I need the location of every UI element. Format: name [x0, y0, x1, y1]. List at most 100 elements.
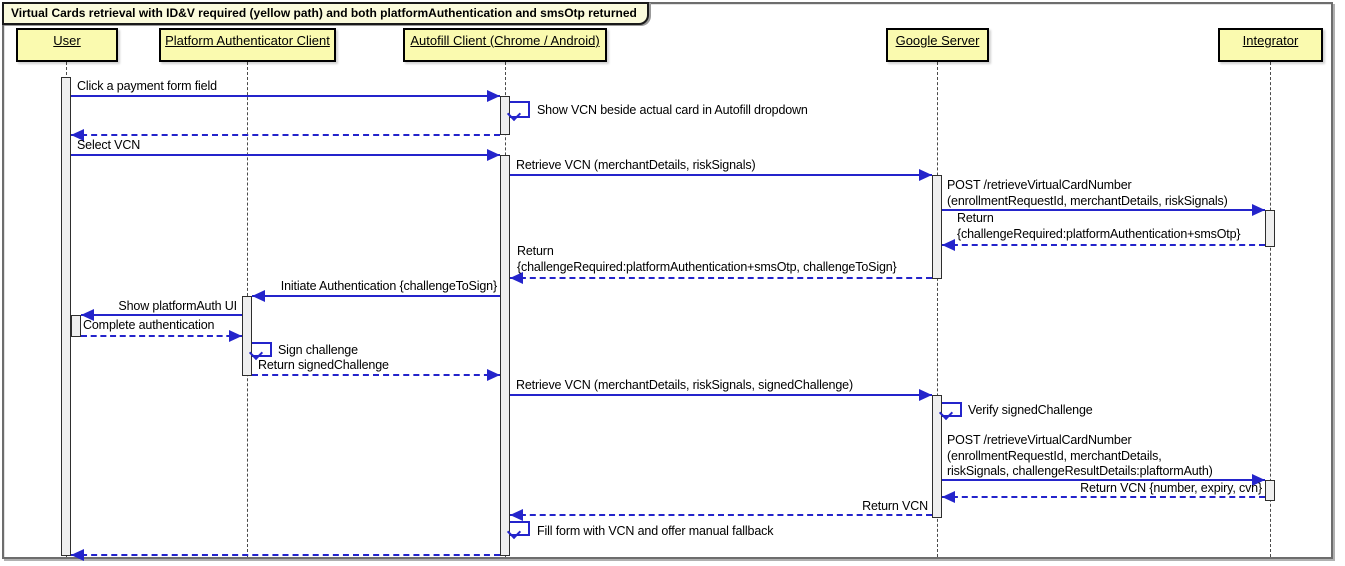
- return-vcn-label: Return VCN: [862, 499, 928, 515]
- return-vcn-details-label-line-0: Return VCN {number, expiry, cvn}: [1080, 481, 1262, 495]
- return-signed-challenge-label-line-0: Return signedChallenge: [258, 358, 389, 372]
- activation-google-server-6: [932, 395, 942, 518]
- return-vcn-details-label: Return VCN {number, expiry, cvn}: [1080, 481, 1262, 497]
- post-retrieve-virtual-card-number-2-label-line-2: riskSignals, challengeResultDetails:plaf…: [947, 464, 1213, 479]
- retrieve-vcn-1-line: [510, 174, 932, 176]
- diagram-title: Virtual Cards retrieval with ID&V requir…: [2, 2, 649, 25]
- participant-label-platform-authenticator: Platform Authenticator Client: [165, 33, 330, 48]
- return-challenge-required-arrowhead: [942, 239, 955, 251]
- initiate-authentication-arrowhead: [252, 290, 265, 302]
- participant-integrator: Integrator: [1218, 28, 1323, 62]
- return-challenge-to-sign-label-line-0: Return: [517, 244, 554, 258]
- diagram-title-text: Virtual Cards retrieval with ID&V requir…: [11, 6, 637, 20]
- return-signed-challenge-arrowhead: [487, 369, 500, 381]
- retrieve-vcn-2-label-line-0: Retrieve VCN (merchantDetails, riskSigna…: [516, 378, 853, 392]
- complete-authentication-label: Complete authentication: [83, 318, 215, 334]
- return-signed-challenge-label: Return signedChallenge: [258, 358, 389, 374]
- click-payment-form-field-line: [71, 95, 500, 97]
- return-challenge-required-label-line-1: {challengeRequired:platformAuthenticatio…: [957, 226, 1241, 241]
- return-vcn-details-arrowhead: [942, 491, 955, 503]
- return-vcn-line: [510, 514, 932, 516]
- post-retrieve-virtual-card-number-2-label-line-1: (enrollmentRequestId, merchantDetails,: [947, 448, 1162, 463]
- select-vcn-label-line-0: Select VCN: [77, 138, 141, 152]
- lifeline-integrator: [1270, 62, 1271, 557]
- select-vcn-label: Select VCN: [77, 138, 140, 154]
- participant-label-user: User: [53, 33, 81, 48]
- retrieve-vcn-2-arrowhead: [919, 389, 932, 401]
- show-platformauth-ui-label-line-0: Show platformAuth UI: [118, 299, 237, 313]
- activation-user-0: [61, 77, 71, 556]
- return-challenge-to-sign-label-line-1: {challengeRequired:platformAuthenticatio…: [517, 259, 897, 274]
- sign-challenge-label-line-0: Sign challenge: [278, 343, 358, 357]
- post-retrieve-virtual-card-number-1-label-line-1: (enrollmentRequestId, merchantDetails, r…: [947, 193, 1228, 208]
- post-retrieve-virtual-card-number-1-arrowhead: [1252, 204, 1265, 216]
- post-retrieve-virtual-card-number-1-label-line-0: POST /retrieveVirtualCardNumber: [947, 178, 1132, 192]
- diagram-frame: [2, 2, 1333, 559]
- participant-label-autofill-client: Autofill Client (Chrome / Android): [410, 33, 600, 48]
- return-final-to-user-line: [71, 554, 500, 556]
- return-dropdown-to-user-line: [71, 134, 500, 136]
- post-retrieve-virtual-card-number-2-label-line-0: POST /retrieveVirtualCardNumber: [947, 433, 1132, 447]
- initiate-authentication-label-line-0: Initiate Authentication {challengeToSign…: [280, 279, 497, 293]
- return-challenge-to-sign-line: [510, 277, 932, 279]
- show-vcn-in-dropdown-self-arrow: [510, 101, 530, 118]
- show-platformauth-ui-arrowhead: [81, 309, 94, 321]
- select-vcn-line: [71, 154, 500, 156]
- show-platformauth-ui-line: [81, 314, 242, 316]
- post-retrieve-virtual-card-number-2-arrowhead: [1252, 474, 1265, 486]
- select-vcn-arrowhead: [487, 149, 500, 161]
- sign-challenge-label: Sign challenge: [278, 343, 358, 359]
- participant-label-google-server: Google Server: [895, 33, 980, 48]
- return-vcn-label-line-0: Return VCN: [862, 499, 928, 513]
- return-challenge-required-label-line-0: Return: [957, 211, 994, 225]
- complete-authentication-line: [81, 335, 242, 337]
- participant-autofill-client: Autofill Client (Chrome / Android): [403, 28, 607, 62]
- click-payment-form-field-arrowhead: [487, 90, 500, 102]
- activation-integrator-7: [1265, 210, 1275, 247]
- click-payment-form-field-label-line-0: Click a payment form field: [77, 79, 217, 93]
- retrieve-vcn-2-line: [510, 394, 932, 396]
- retrieve-vcn-2-label: Retrieve VCN (merchantDetails, riskSigna…: [516, 378, 853, 394]
- post-retrieve-virtual-card-number-1-line: [942, 209, 1265, 211]
- verify-signed-challenge-label: Verify signedChallenge: [968, 403, 1093, 419]
- activation-autofill-client-3: [500, 96, 510, 135]
- post-retrieve-virtual-card-number-2-line: [942, 479, 1265, 481]
- participant-label-integrator: Integrator: [1242, 33, 1299, 48]
- participant-google-server: Google Server: [886, 28, 989, 62]
- post-retrieve-virtual-card-number-1-label: POST /retrieveVirtualCardNumber(enrollme…: [947, 178, 1228, 209]
- fill-form-with-vcn-label-line-0: Fill form with VCN and offer manual fall…: [537, 524, 774, 538]
- return-signed-challenge-line: [252, 374, 500, 376]
- retrieve-vcn-1-label-line-0: Retrieve VCN (merchantDetails, riskSigna…: [516, 158, 756, 172]
- show-platformauth-ui-label: Show platformAuth UI: [118, 299, 237, 315]
- click-payment-form-field-label: Click a payment form field: [77, 79, 217, 95]
- fill-form-with-vcn-self-arrow: [510, 521, 530, 536]
- verify-signed-challenge-label-line-0: Verify signedChallenge: [968, 403, 1093, 417]
- return-vcn-details-line: [942, 496, 1265, 498]
- activation-autofill-client-4: [500, 155, 510, 556]
- initiate-authentication-label: Initiate Authentication {challengeToSign…: [281, 279, 497, 295]
- retrieve-vcn-1-label: Retrieve VCN (merchantDetails, riskSigna…: [516, 158, 756, 174]
- participant-user: User: [16, 28, 118, 62]
- post-retrieve-virtual-card-number-2-label: POST /retrieveVirtualCardNumber(enrollme…: [947, 433, 1213, 480]
- return-final-to-user-arrowhead: [71, 549, 84, 561]
- complete-authentication-label-line-0: Complete authentication: [83, 318, 215, 332]
- return-challenge-required-line: [942, 244, 1265, 246]
- sign-challenge-self-arrow: [252, 342, 272, 357]
- return-dropdown-to-user-arrowhead: [71, 129, 84, 141]
- initiate-authentication-line: [252, 295, 500, 297]
- activation-user-nested-1: [71, 315, 81, 337]
- return-challenge-to-sign-label: Return{challengeRequired:platformAuthent…: [517, 244, 897, 275]
- activation-integrator-8: [1265, 480, 1275, 501]
- fill-form-with-vcn-label: Fill form with VCN and offer manual fall…: [537, 524, 773, 540]
- return-challenge-to-sign-arrowhead: [510, 272, 523, 284]
- complete-authentication-arrowhead: [229, 330, 242, 342]
- participant-platform-authenticator: Platform Authenticator Client: [159, 28, 336, 62]
- activation-google-server-5: [932, 175, 942, 279]
- return-challenge-required-label: Return{challengeRequired:platformAuthent…: [957, 211, 1241, 242]
- show-vcn-in-dropdown-label-line-0: Show VCN beside actual card in Autofill …: [537, 103, 808, 117]
- verify-signed-challenge-self-arrow: [942, 402, 962, 417]
- retrieve-vcn-1-arrowhead: [919, 169, 932, 181]
- show-vcn-in-dropdown-label: Show VCN beside actual card in Autofill …: [537, 103, 808, 119]
- activation-platform-authenticator-2: [242, 296, 252, 376]
